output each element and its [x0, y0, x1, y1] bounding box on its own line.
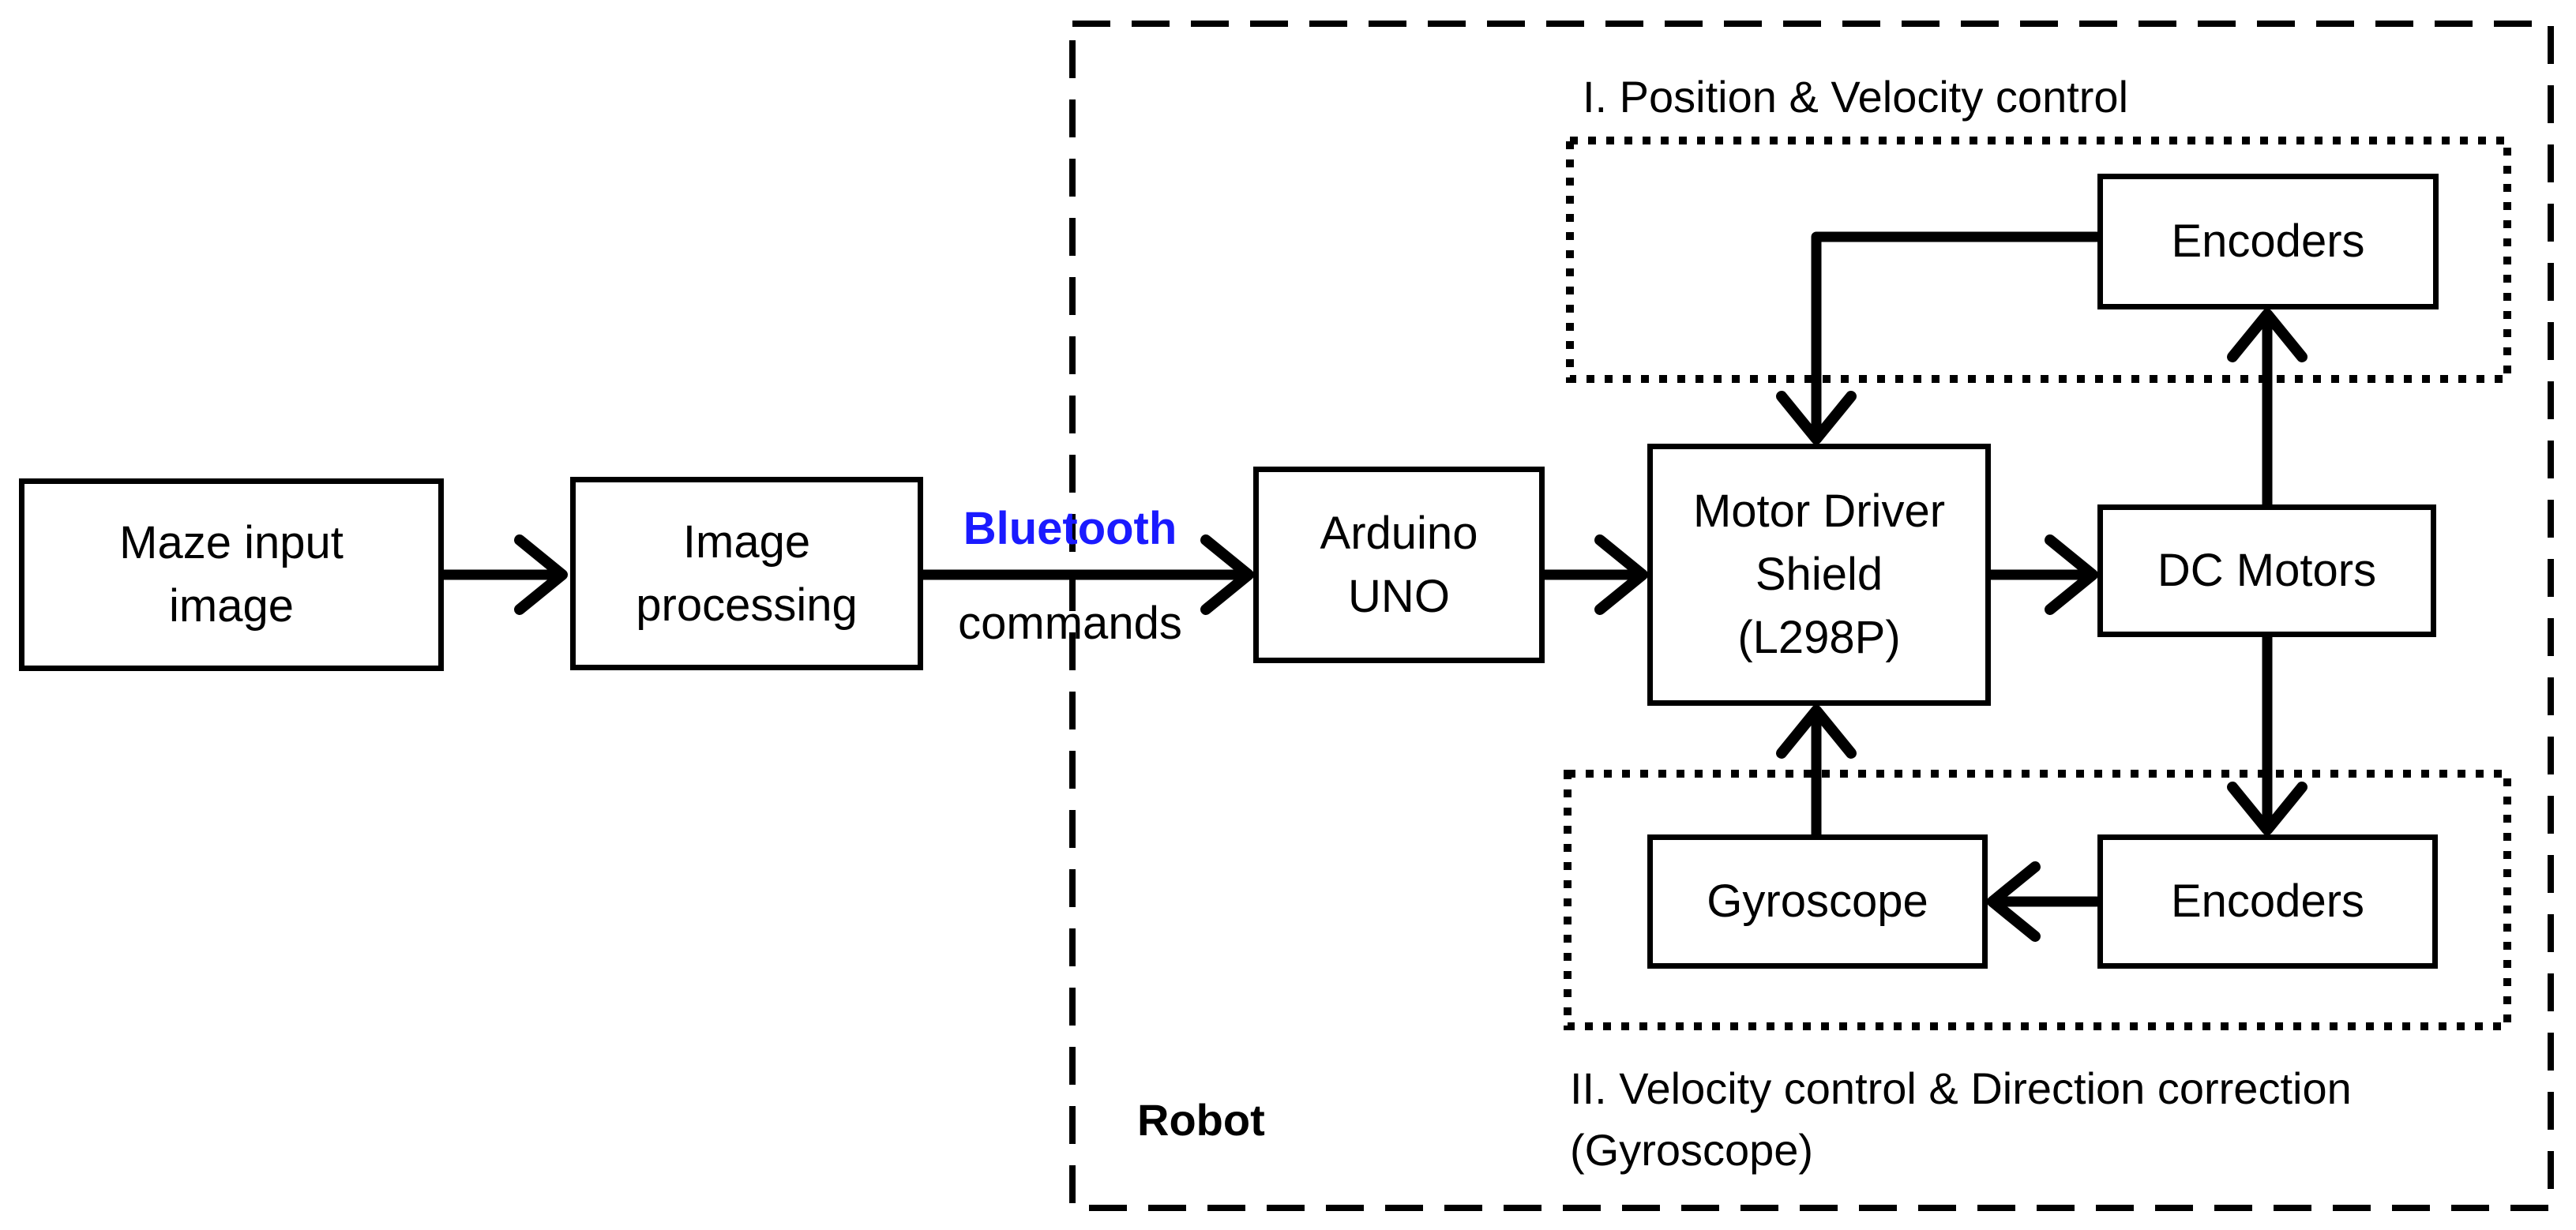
node-dc-motors: DC Motors — [2097, 504, 2436, 637]
node-motor-driver-shield: Motor Driver Shield (L298P) — [1647, 444, 1991, 706]
group-title-robot: Robot — [1137, 1095, 1265, 1145]
arrowhead-up-icon — [2227, 309, 2308, 362]
node-gyroscope: Gyroscope — [1647, 834, 1988, 969]
node-arduino-uno: Arduino UNO — [1253, 467, 1545, 663]
edge-encoders-top-to-shield — [1811, 231, 2102, 444]
loop2-dotted-border — [1564, 770, 2511, 1030]
node-encoders-velocity: Encoders — [2097, 834, 2438, 969]
arrowhead-right-icon — [514, 534, 568, 615]
robot-dashed-border — [1069, 21, 2554, 1211]
edge-label-commands: commands — [958, 598, 1182, 649]
node-encoders-position: Encoders — [2097, 174, 2439, 309]
node-maze-input-image: Maze input image — [19, 478, 444, 671]
arrowhead-down-icon — [2227, 782, 2308, 835]
loop1-dotted-border — [1566, 137, 2511, 383]
arrowhead-down-icon — [1776, 391, 1857, 444]
arrowhead-right-icon — [1200, 534, 1254, 615]
node-image-processing: Image processing — [570, 477, 923, 670]
edge-label-bluetooth: Bluetooth — [963, 503, 1177, 554]
group-title-position-velocity-control: I. Position & Velocity control — [1583, 72, 2129, 122]
arrowhead-right-icon — [2045, 534, 2098, 615]
arrowhead-up-icon — [1776, 705, 1857, 759]
group-title-velocity-direction-correction: II. Velocity control & Direction correct… — [1570, 1063, 2352, 1175]
arrowhead-right-icon — [1594, 534, 1648, 615]
arrowhead-left-icon — [1987, 861, 2041, 942]
